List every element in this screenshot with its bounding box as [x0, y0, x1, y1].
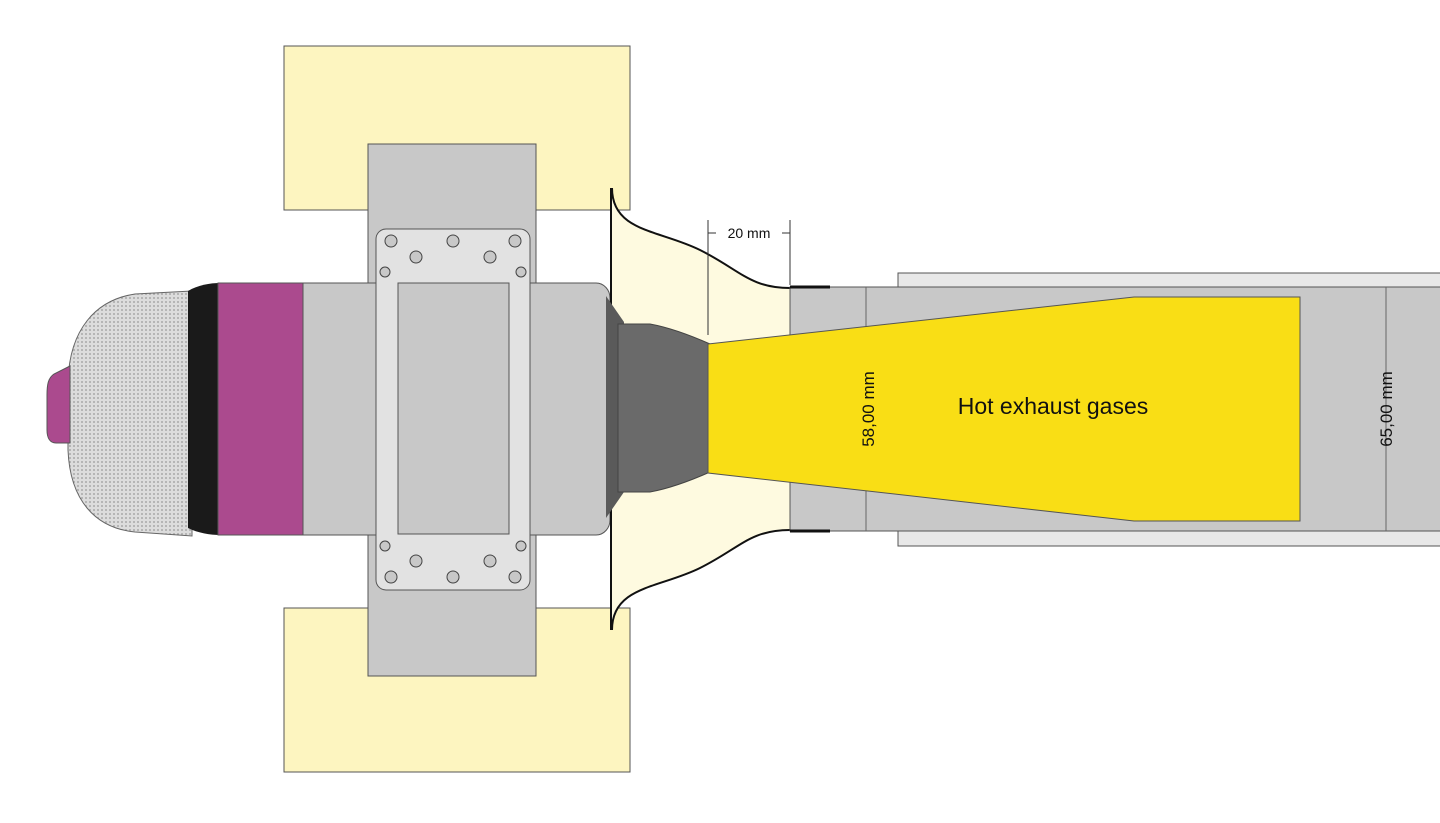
bolt-icon: [515, 266, 527, 278]
nose-tip: [46, 365, 71, 444]
bolt-icon: [379, 266, 391, 278]
bolt-icon: [508, 234, 522, 248]
inner-diameter-label: 58,00 mm: [859, 371, 878, 447]
bolt-icon: [409, 554, 423, 568]
gap-dimension-label: 20 mm: [728, 225, 771, 241]
bolt-icon: [508, 570, 522, 584]
magenta-ring: [217, 282, 305, 536]
bolt-icon: [446, 234, 460, 248]
top-bolt-group: [379, 234, 527, 278]
bolt-icon: [384, 234, 398, 248]
funnel-bottom-edge: [611, 529, 791, 631]
bottom-bolt-group: [379, 540, 527, 584]
bolt-icon: [515, 540, 527, 552]
mount-plate-window: [397, 282, 510, 535]
funnel-top-edge: [611, 187, 791, 289]
bolt-icon: [483, 554, 497, 568]
bolt-icon: [379, 540, 391, 552]
intake-mesh-cone: [67, 290, 193, 537]
black-ring: [188, 283, 220, 535]
bolt-icon: [483, 250, 497, 264]
exhaust-label: Hot exhaust gases: [958, 393, 1149, 419]
outer-diameter-label: 65,00 mm: [1377, 371, 1396, 447]
bolt-icon: [446, 570, 460, 584]
bolt-icon: [409, 250, 423, 264]
bolt-icon: [384, 570, 398, 584]
exhaust-nozzle: [617, 323, 711, 493]
exhaust-plume: [707, 296, 1301, 522]
